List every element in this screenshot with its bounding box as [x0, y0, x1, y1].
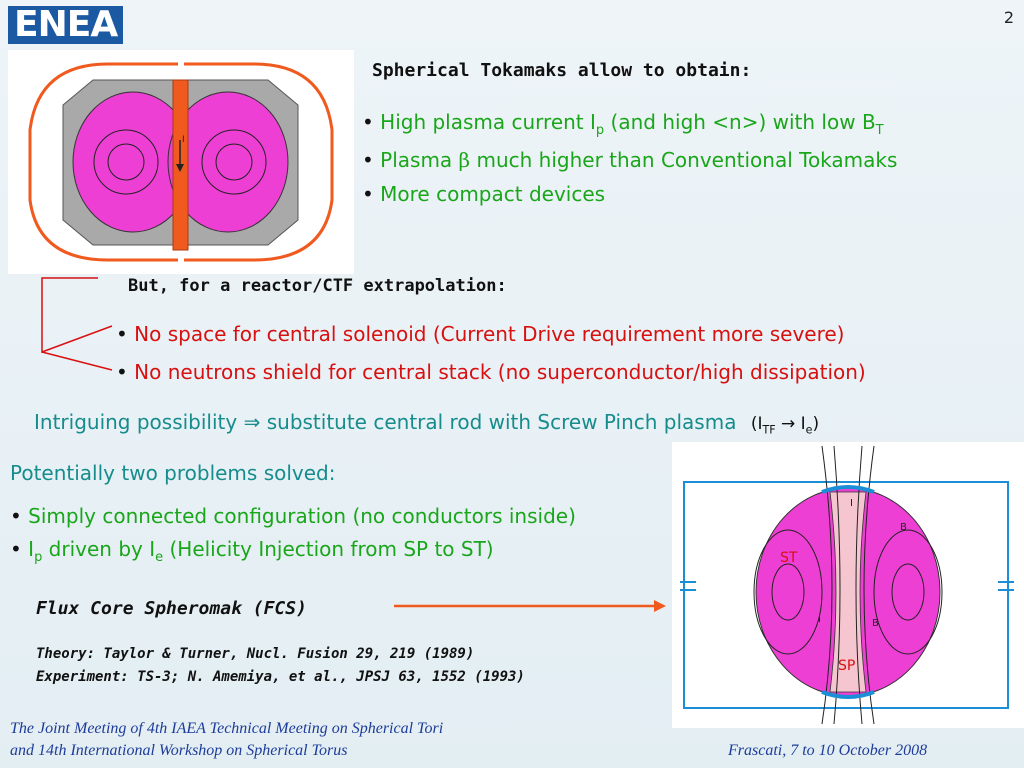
- ie-label: I: [850, 498, 853, 509]
- solved-item: • Simply connected configuration (no con…: [10, 504, 576, 528]
- footer-meeting-line2: and 14th International Workshop on Spher…: [10, 742, 348, 759]
- solved-item: • Ip driven by Ie (Helicity Injection fr…: [10, 537, 494, 565]
- theory-reference: Theory: Taylor & Turner, Nucl. Fusion 29…: [36, 646, 475, 662]
- potential-heading: Potentially two problems solved:: [10, 461, 336, 485]
- footer-meeting-line1: The Joint Meeting of 4th IAEA Technical …: [10, 720, 444, 737]
- benefit-item: • Plasma β much higher than Conventional…: [362, 148, 898, 172]
- itf-label: I: [182, 135, 185, 145]
- tokamak-diagram: I: [8, 50, 354, 274]
- fcs-arrow: [394, 600, 666, 612]
- footer-date: Frascati, 7 to 10 October 2008: [728, 742, 928, 759]
- page-number: 2: [1003, 8, 1014, 27]
- bp-label: B: [900, 522, 907, 533]
- heading-reactor-extrapolation: But, for a reactor/CTF extrapolation:: [128, 276, 507, 296]
- intriguing-line: Intriguing possibility ⇒ substitute cent…: [34, 410, 820, 437]
- fcs-label: Flux Core Spheromak (FCS): [36, 598, 307, 619]
- benefit-item: • More compact devices: [362, 182, 606, 206]
- problem-item: • No space for central solenoid (Current…: [116, 322, 845, 346]
- problem-item: • No neutrons shield for central stack (…: [116, 360, 866, 384]
- bt-label: B: [872, 618, 879, 629]
- heading-spherical-tokamaks: Spherical Tokamaks allow to obtain:: [372, 60, 752, 81]
- enea-logo: ENEA: [8, 6, 124, 44]
- fcs-diagram: ST SP I B B I: [672, 442, 1024, 728]
- st-label: ST: [780, 550, 798, 566]
- sp-label: SP: [838, 658, 855, 674]
- experiment-reference: Experiment: TS-3; N. Amemiya, et al., JP…: [36, 669, 525, 685]
- bracket-lines: [41, 277, 113, 371]
- benefit-item: • High plasma current Ip (and high <n>) …: [362, 110, 884, 138]
- ip-label: I: [818, 614, 821, 625]
